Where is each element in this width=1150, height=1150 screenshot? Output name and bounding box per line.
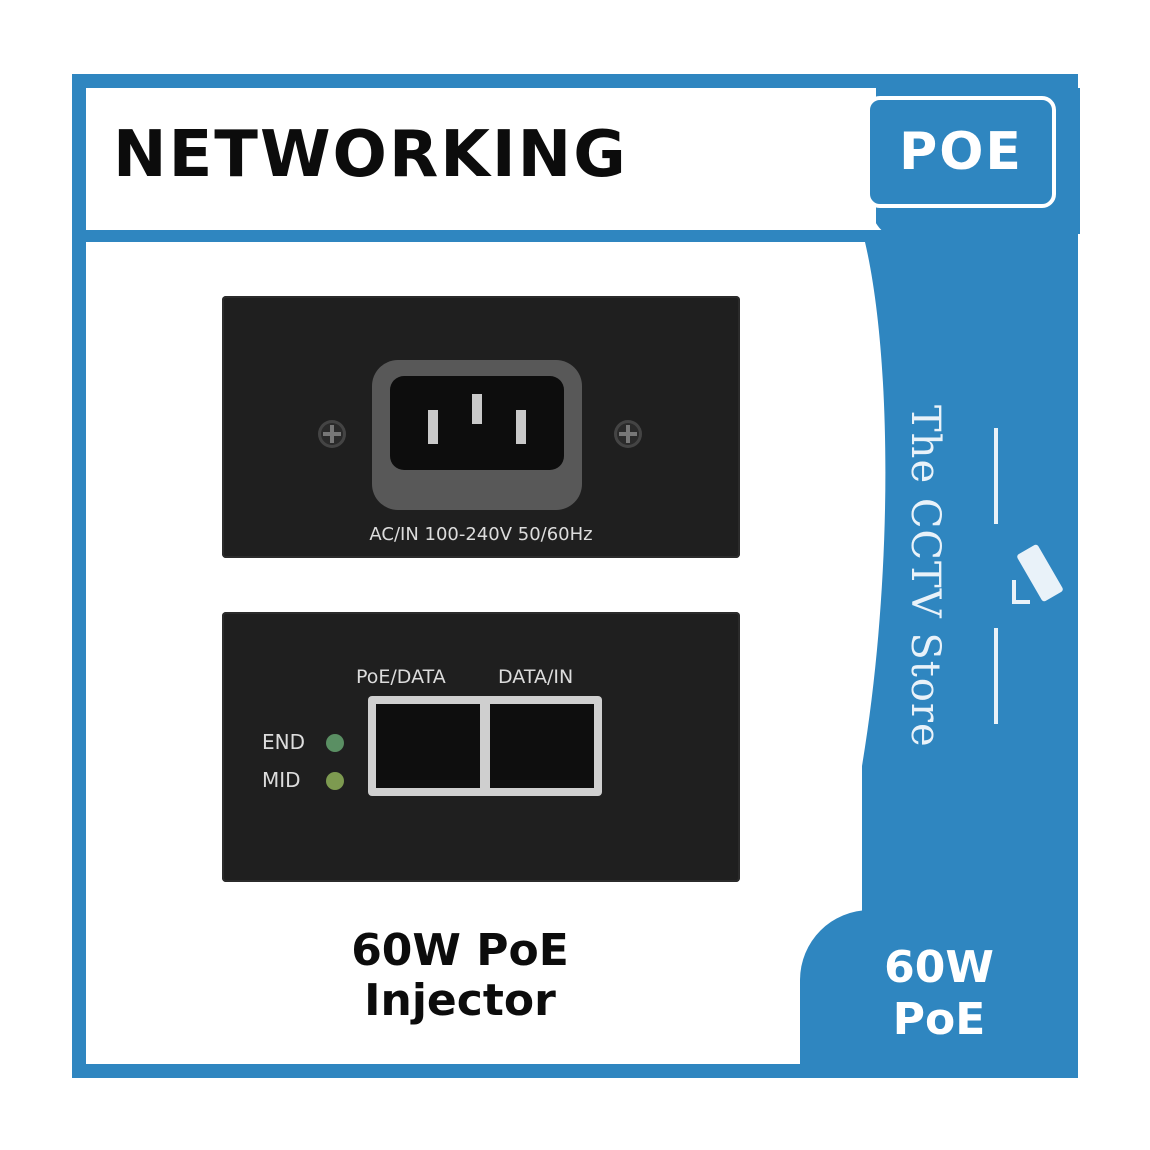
- ac-inlet-socket: [390, 376, 564, 470]
- screw-icon: [614, 420, 642, 448]
- brand-line-top: [994, 428, 998, 524]
- product-line-1: 60W PoE: [351, 925, 569, 976]
- header-bar: [86, 88, 876, 230]
- screw-icon: [318, 420, 346, 448]
- led-end-icon: [326, 734, 344, 752]
- wattage-line-1: 60W: [884, 942, 994, 993]
- rj45-port-poe: [376, 704, 480, 788]
- rj45-port-data: [490, 704, 594, 788]
- ac-inlet: [372, 360, 582, 510]
- category-badge: POE: [866, 96, 1056, 208]
- product-line-2: Injector: [364, 975, 556, 1026]
- rj45-port-pair: [368, 696, 602, 796]
- brand-line-bottom: [994, 628, 998, 724]
- port-label-data-in: DATA/IN: [498, 666, 574, 688]
- led-mid-icon: [326, 772, 344, 790]
- port-label-poe-data: PoE/DATA: [356, 666, 446, 688]
- side-strip: [862, 230, 1078, 930]
- ac-pin-right: [516, 410, 526, 444]
- injector-data-side: PoE/DATA DATA/IN END MID: [222, 612, 740, 882]
- ac-input-label: AC/IN 100-240V 50/60Hz: [369, 524, 593, 545]
- camera-icon: [1012, 544, 1063, 604]
- product-name: 60W PoE Injector: [300, 926, 620, 1026]
- header-divider: [86, 230, 1064, 242]
- injector-power-side: AC/IN 100-240V 50/60Hz: [222, 296, 740, 558]
- wattage-line-2: PoE: [892, 994, 986, 1045]
- wattage-badge: 60W PoE: [800, 910, 1078, 1078]
- page-title: NETWORKING: [113, 118, 628, 192]
- brand-name: The CCTV Store: [902, 405, 948, 748]
- ac-pin-left: [428, 410, 438, 444]
- led-label-mid: MID: [262, 768, 301, 792]
- led-label-end: END: [262, 730, 305, 754]
- ac-pin-center: [472, 394, 482, 424]
